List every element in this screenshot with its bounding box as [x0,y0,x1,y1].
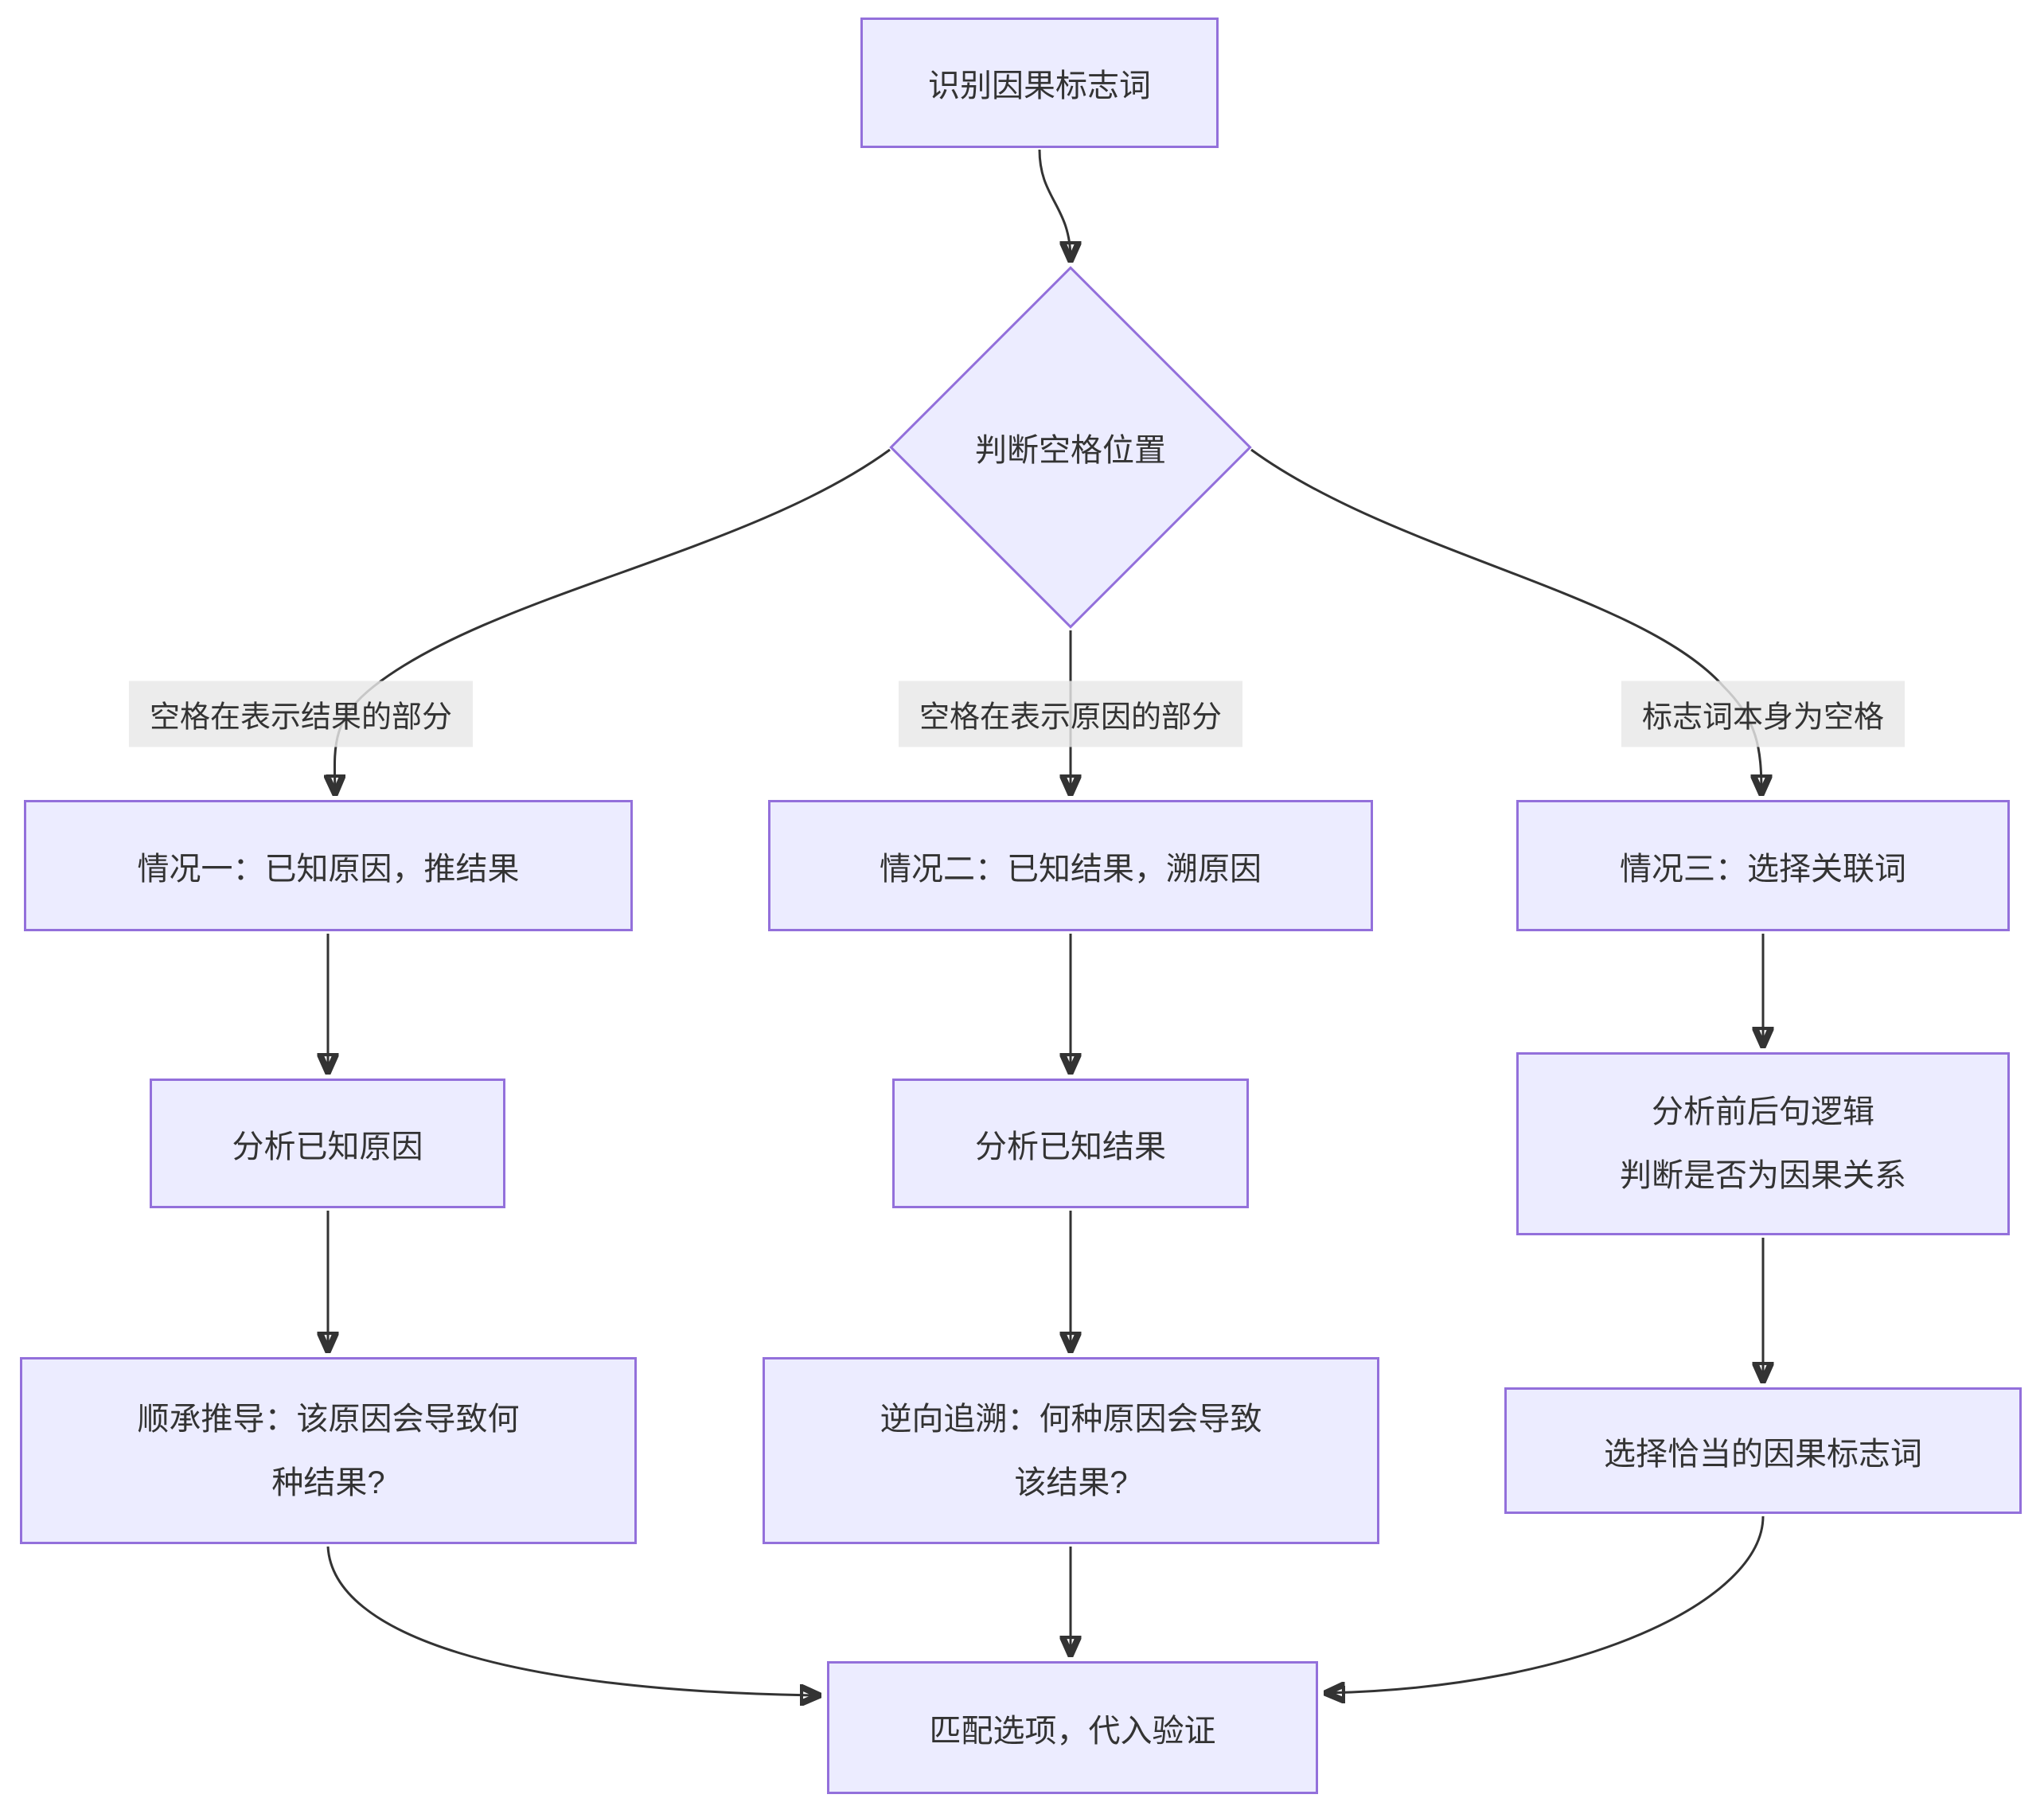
edge-label-result-part: 空格在表示结果的部分 [128,681,474,747]
start-node: 识别因果标志词 [860,18,1219,148]
analyze-result-node: 分析已知结果 [892,1079,1249,1208]
final-node: 匹配选项，代入验证 [827,1661,1318,1794]
decision-node-label: 判断空格位置 [975,433,1166,468]
case1-node: 情况一：已知原因，推结果 [24,800,633,931]
edge-choose-final [1327,1515,1765,1693]
edge-label-cause-part: 空格在表示原因的部分 [898,681,1243,747]
choose-marker-node: 选择恰当的因果标志词 [1504,1387,2022,1514]
edge-forward-final [326,1546,818,1695]
backward-trace-node: 逆向追溯：何种原因会导致 该结果? [763,1357,1379,1544]
case2-node: 情况二：已知结果，溯原因 [768,800,1373,931]
analyze-cause-node: 分析已知原因 [150,1079,505,1208]
analyze-logic-node: 分析前后句逻辑 判断是否为因果关系 [1516,1052,2010,1235]
forward-derive-node: 顺承推导：该原因会导致何 种结果? [20,1357,637,1544]
edge-label-marker-blank: 标志词本身为空格 [1621,681,1906,747]
case3-node: 情况三：选择关联词 [1516,800,2010,931]
edge-start-decision [1038,149,1071,259]
